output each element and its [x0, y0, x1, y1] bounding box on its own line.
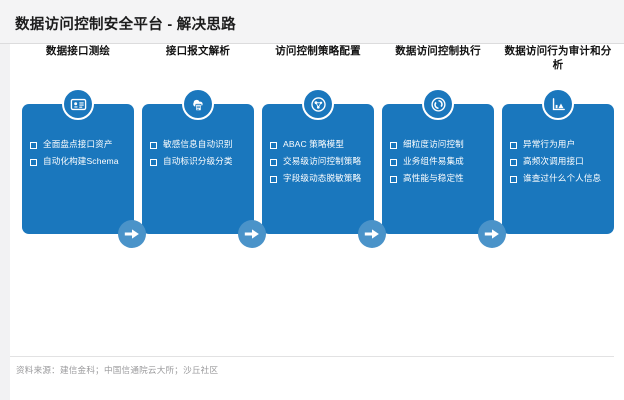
list-item: 谁查过什么个人信息: [510, 172, 609, 184]
list-item-label: 异常行为用户: [523, 139, 576, 149]
stage-bullet-list: 异常行为用户高频次调用接口谁查过什么个人信息: [510, 138, 609, 189]
list-item: 业务组件易集成: [390, 155, 489, 167]
square-bullet-icon: [510, 175, 517, 183]
list-item-label: 自动标识分级分类: [163, 156, 233, 166]
id-card-icon: [62, 88, 94, 120]
list-item-label: 高性能与稳定性: [403, 173, 464, 183]
list-item-label: 全面盘点接口资产: [43, 139, 113, 149]
stage-card[interactable]: ABAC 策略模型交易级访问控制策略字段级动态脱敏策略: [262, 104, 374, 234]
cloud-document-icon: [182, 88, 214, 120]
list-item-label: 字段级动态脱敏策略: [283, 173, 362, 183]
list-item: 敏感信息自动识别: [150, 138, 249, 150]
list-item-label: 细粒度访问控制: [403, 139, 464, 149]
shield-sync-icon: [422, 88, 454, 120]
square-bullet-icon: [150, 141, 157, 149]
square-bullet-icon: [150, 158, 157, 166]
list-item: 交易级访问控制策略: [270, 155, 369, 167]
stage-title: 访问控制策略配置: [275, 45, 361, 57]
stage-card[interactable]: 异常行为用户高频次调用接口谁查过什么个人信息: [502, 104, 614, 234]
square-bullet-icon: [510, 141, 517, 149]
stage-bullet-list: 敏感信息自动识别自动标识分级分类: [150, 138, 249, 172]
list-item: 全面盘点接口资产: [30, 138, 129, 150]
square-bullet-icon: [510, 158, 517, 166]
title-divider: [0, 43, 624, 44]
stage-bullet-list: 细粒度访问控制业务组件易集成高性能与稳定性: [390, 138, 489, 189]
stage-title: 接口报文解析: [165, 45, 231, 57]
square-bullet-icon: [30, 158, 37, 166]
stage-title: 数据访问行为审计和分析: [504, 45, 612, 71]
footer-divider: [10, 356, 614, 357]
list-item: 自动化构建Schema: [30, 155, 129, 167]
list-item: 细粒度访问控制: [390, 138, 489, 150]
flow-arrow-icon: [358, 220, 386, 248]
stage-title: 数据接口测绘: [45, 45, 111, 57]
square-bullet-icon: [30, 141, 37, 149]
stage-card[interactable]: 全面盘点接口资产自动化构建Schema: [22, 104, 134, 234]
square-bullet-icon: [270, 175, 277, 183]
list-item-label: 敏感信息自动识别: [163, 139, 233, 149]
stage-card[interactable]: 细粒度访问控制业务组件易集成高性能与稳定性: [382, 104, 494, 234]
list-item: ABAC 策略模型: [270, 138, 369, 150]
flow-arrow-icon: [118, 220, 146, 248]
bar-chart-icon: [542, 88, 574, 120]
stage-title: 数据访问控制执行: [395, 45, 481, 57]
list-item: 字段级动态脱敏策略: [270, 172, 369, 184]
list-item-label: ABAC 策略模型: [283, 139, 345, 149]
header-band: 数据访问控制安全平台 - 解决思路: [0, 0, 624, 44]
list-item: 高频次调用接口: [510, 155, 609, 167]
list-item: 高性能与稳定性: [390, 172, 489, 184]
square-bullet-icon: [270, 141, 277, 149]
policy-network-icon: [302, 88, 334, 120]
list-item-label: 高频次调用接口: [523, 156, 584, 166]
left-gutter-strip: [0, 0, 10, 400]
list-item: 异常行为用户: [510, 138, 609, 150]
square-bullet-icon: [390, 141, 397, 149]
source-note: 资料来源：建信金科；中国信通院云大所；沙丘社区: [16, 365, 219, 375]
stage-bullet-list: 全面盘点接口资产自动化构建Schema: [30, 138, 129, 172]
stage-bullet-list: ABAC 策略模型交易级访问控制策略字段级动态脱敏策略: [270, 138, 369, 189]
list-item: 自动标识分级分类: [150, 155, 249, 167]
stage-card[interactable]: 敏感信息自动识别自动标识分级分类: [142, 104, 254, 234]
flow-arrow-icon: [478, 220, 506, 248]
list-item-label: 自动化构建Schema: [43, 156, 119, 166]
flow-arrow-icon: [238, 220, 266, 248]
list-item-label: 谁查过什么个人信息: [523, 173, 602, 183]
list-item-label: 业务组件易集成: [403, 156, 464, 166]
square-bullet-icon: [270, 158, 277, 166]
square-bullet-icon: [390, 158, 397, 166]
page-title: 数据访问控制安全平台 - 解决思路: [15, 17, 236, 33]
list-item-label: 交易级访问控制策略: [283, 156, 362, 166]
square-bullet-icon: [390, 175, 397, 183]
